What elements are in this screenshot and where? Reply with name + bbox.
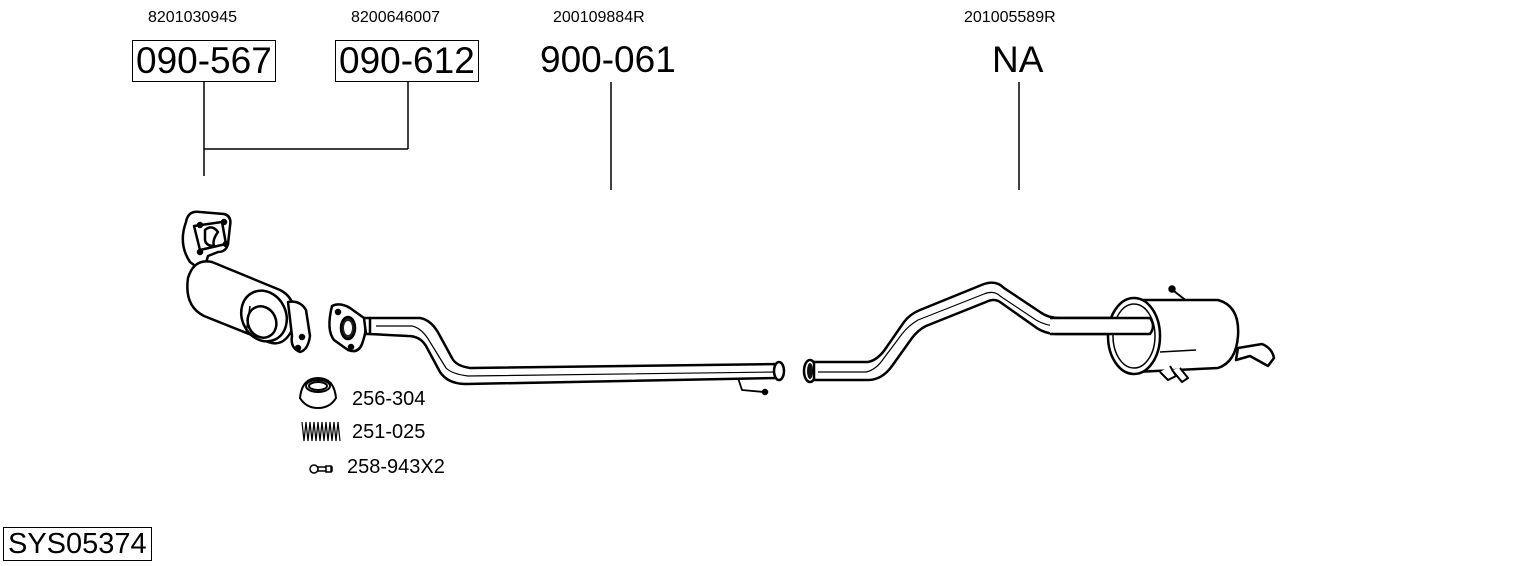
- front-pipe-icon[interactable]: [328, 303, 786, 396]
- part-number-900-061[interactable]: 900-061: [540, 39, 676, 80]
- oem-number-2: 8200646007: [351, 9, 440, 26]
- accessory-label-spring[interactable]: 251-025: [352, 421, 426, 443]
- accessory-label-gasket[interactable]: 256-304: [352, 388, 426, 410]
- bolt-icon[interactable]: [309, 464, 333, 474]
- leader-lines: [203, 81, 1020, 190]
- accessory-label-bolt[interactable]: 258-943X2: [347, 456, 445, 478]
- part-number-090-567[interactable]: 090-567: [132, 40, 276, 82]
- catalytic-converter-icon[interactable]: [181, 210, 312, 354]
- spring-icon[interactable]: [301, 421, 341, 442]
- oem-number-4: 201005589R: [964, 9, 1056, 26]
- gasket-ring-icon[interactable]: [298, 376, 338, 410]
- part-number-na[interactable]: NA: [992, 39, 1044, 80]
- oem-number-1: 8201030945: [148, 9, 237, 26]
- part-number-090-612[interactable]: 090-612: [335, 40, 479, 82]
- oem-number-3: 200109884R: [553, 9, 645, 26]
- rear-muffler-icon[interactable]: [802, 281, 1276, 384]
- system-code-box: SYS05374: [3, 527, 152, 561]
